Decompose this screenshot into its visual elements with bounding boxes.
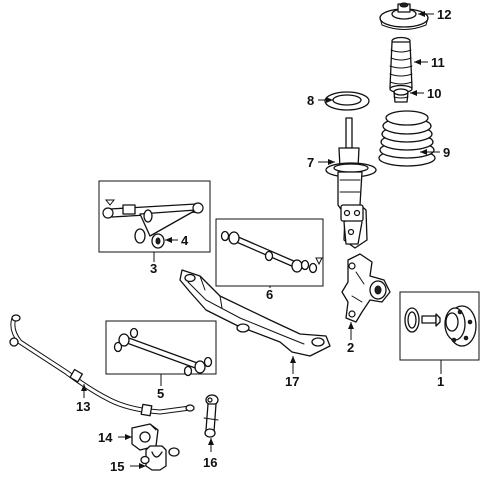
callout-2: 2 [347,340,354,355]
toe-link-part [220,230,323,274]
callout-10: 10 [427,86,441,101]
stabilizer-bar-part [9,314,195,417]
callout-15: 15 [110,459,124,474]
hub-bearing-group-box [399,291,480,361]
callout-16: 16 [203,455,217,470]
callout-6: 6 [266,287,273,302]
crossmember-part [179,269,331,357]
bump-stop-part [393,88,409,103]
strut-mount-part [379,2,429,30]
callout-13: 13 [76,399,90,414]
callout-3: 3 [150,261,157,276]
callout-4: 4 [181,233,189,248]
spring-insulator-part [324,91,370,111]
lateral-link-part [102,199,204,249]
callout-7: 7 [307,155,314,170]
hub-bearing-part [404,305,477,347]
dust-boot-part [389,36,413,94]
coil-spring-part [378,110,436,167]
leader-lines [81,11,442,469]
callout-8: 8 [307,93,314,108]
callout-11: 11 [431,55,445,70]
stabilizer-link-part [203,394,219,438]
callout-9: 9 [443,145,450,160]
lower-arm-part [113,327,213,377]
bushing-bracket-part [140,445,180,471]
knuckle-part [341,253,391,323]
callout-5: 5 [157,386,164,401]
strut-assembly-part [325,117,377,249]
callout-1: 1 [437,374,444,389]
callout-12: 12 [437,7,451,22]
callout-17: 17 [285,374,299,389]
callout-14: 14 [98,430,113,445]
